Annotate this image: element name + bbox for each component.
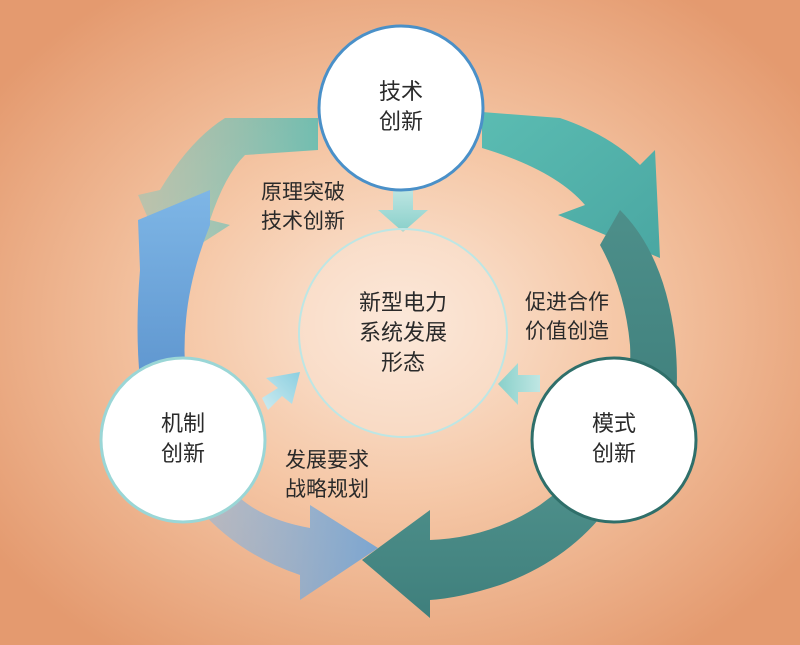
node-top-circle [317, 24, 485, 192]
node-right-label: 模式 创新 [591, 412, 636, 467]
center-circle [298, 228, 508, 438]
input-arrow-right [498, 363, 540, 405]
input-arrow-top [378, 188, 428, 232]
node-left-label: 机制 创新 [160, 412, 205, 467]
input-right-label: 促进合作 价值创造 [525, 290, 609, 343]
node-left-circle [99, 356, 267, 524]
arrow-bottom-dark-teal [362, 490, 610, 618]
center-label: 新型电力 系统发展 形态 [358, 291, 447, 376]
input-top-label: 原理突破 技术创新 [261, 180, 345, 233]
arrow-bottom-left-blue [200, 498, 378, 600]
input-arrow-left [262, 372, 300, 410]
arrow-left-blue [137, 190, 210, 380]
input-left-label: 发展要求 战略规划 [285, 448, 369, 501]
node-right-circle [530, 356, 698, 524]
node-top-label: 技术 创新 [378, 80, 423, 135]
